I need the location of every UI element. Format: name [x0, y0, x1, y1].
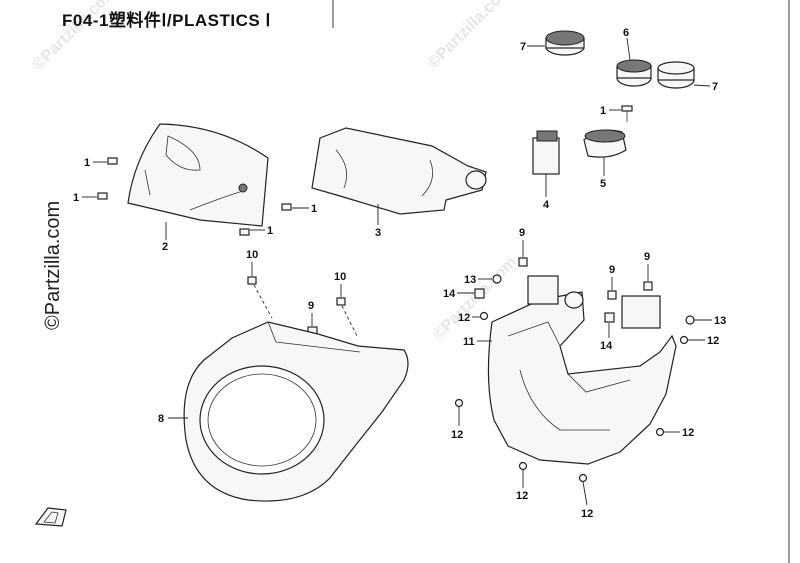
- part-2-visor: [127, 123, 269, 227]
- callout-9d: 9: [644, 251, 650, 263]
- callout-1d: 1: [267, 225, 273, 237]
- callout-9b: 9: [519, 227, 525, 239]
- callout-10a: 10: [246, 249, 258, 261]
- callout-4: 4: [543, 199, 550, 211]
- part-5-housing: [583, 129, 627, 158]
- part-12-screw-b: [679, 335, 689, 345]
- front-arrow-icon: [34, 507, 67, 527]
- part-9-clip-right: [607, 290, 617, 300]
- part-13-bolt-right: [685, 315, 695, 325]
- callout-12e: 12: [516, 490, 528, 502]
- part-4-switch: [532, 130, 560, 175]
- callout-5: 5: [600, 178, 606, 190]
- page-title: F04-1塑料件Ⅰ/PLASTICS Ⅰ: [62, 11, 271, 30]
- part-8-headlight-bezel: [183, 321, 409, 502]
- callout-12a: 12: [458, 312, 470, 324]
- part-12-screw-a: [479, 311, 489, 321]
- leader-6: [626, 37, 631, 61]
- part-6-knob: [616, 59, 652, 87]
- callout-1b: 1: [73, 192, 79, 204]
- callout-10b: 10: [334, 271, 346, 283]
- part-12-screw-e: [518, 461, 528, 471]
- part-1-screw-left-lower: [97, 192, 108, 200]
- part-9-clip-far-right: [643, 281, 653, 291]
- callout-12f: 12: [581, 508, 593, 520]
- part-11-frame-bracket: [487, 275, 677, 465]
- callout-13b: 13: [714, 315, 726, 327]
- callout-8: 8: [158, 413, 164, 425]
- leader-7b: [693, 84, 711, 87]
- part-7-knob-top: [545, 30, 585, 56]
- part-9-clip-center: [518, 257, 528, 267]
- callout-12d: 12: [682, 427, 694, 439]
- leader-12f: [582, 481, 588, 506]
- part-12-screw-c: [454, 398, 464, 408]
- part-12-screw-d: [655, 427, 665, 437]
- part-10-screw-b: [336, 297, 346, 306]
- callout-7a: 7: [520, 41, 526, 53]
- part-1-screw-right: [281, 203, 292, 211]
- callout-12b: 12: [707, 335, 719, 347]
- dash-10b: [341, 305, 359, 339]
- callout-13a: 13: [464, 274, 476, 286]
- callout-1e: 1: [600, 105, 606, 117]
- part-13-bolt-left: [492, 274, 502, 284]
- part-14-clip-left: [474, 288, 485, 299]
- callout-9a: 9: [308, 300, 314, 312]
- callout-14a: 14: [443, 288, 456, 300]
- callout-7b: 7: [712, 81, 718, 93]
- callout-12c: 12: [451, 429, 463, 441]
- part-10-screw-a: [247, 276, 257, 285]
- part-1-screw-top: [621, 105, 633, 122]
- callout-6: 6: [623, 27, 629, 39]
- callout-1c: 1: [311, 203, 317, 215]
- callout-14b: 14: [600, 340, 613, 352]
- callout-1a: 1: [84, 157, 90, 169]
- dash-10a: [253, 284, 273, 319]
- part-1-screw-bottom: [239, 228, 250, 236]
- part-3-center-cover: [311, 127, 487, 215]
- callout-11: 11: [463, 336, 475, 348]
- callout-9c: 9: [609, 264, 615, 276]
- part-7-knob-right: [657, 61, 695, 89]
- part-12-screw-f: [578, 473, 588, 483]
- callout-3: 3: [375, 227, 381, 239]
- part-1-screw-left-upper: [107, 157, 118, 165]
- part-14-clip-right: [604, 312, 615, 323]
- callout-2: 2: [162, 241, 168, 253]
